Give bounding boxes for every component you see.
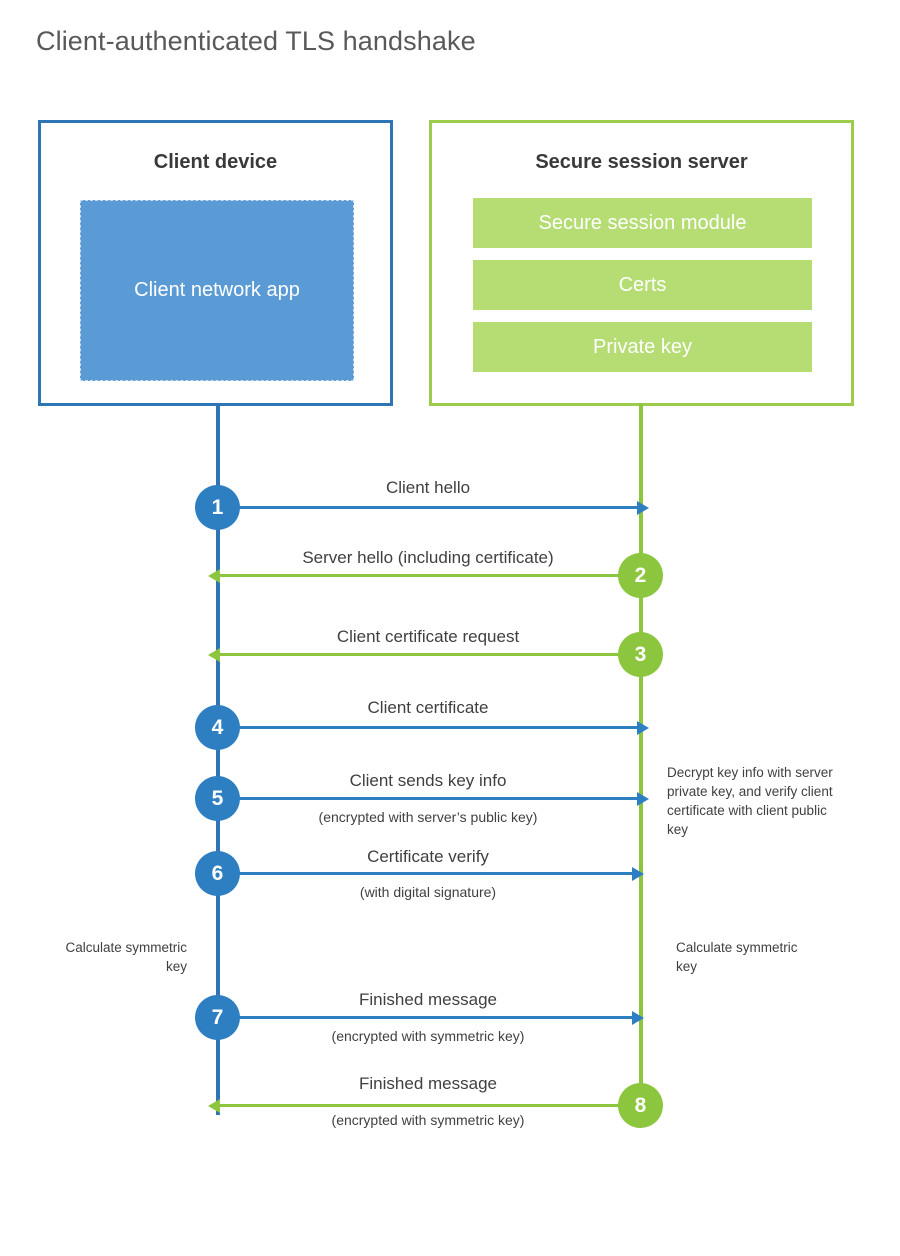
message-label-step-4: Client certificate bbox=[367, 698, 489, 717]
client-device-box: Client device Client network app bbox=[38, 120, 393, 406]
client-lifeline bbox=[216, 403, 220, 1115]
secure-session-server-box: Secure session server Secure session mod… bbox=[429, 120, 854, 406]
step-circle-6[interactable]: 6 bbox=[195, 851, 240, 896]
annotation-server-calculate-symmetric-key: Calculate symmetric key bbox=[676, 940, 798, 975]
message-label-step-8: Finished message bbox=[359, 1074, 497, 1093]
step-circle-8[interactable]: 8 bbox=[618, 1083, 663, 1128]
arrow-step-1 bbox=[218, 500, 649, 515]
server-lifeline bbox=[639, 403, 643, 1105]
step-circle-4[interactable]: 4 bbox=[195, 705, 240, 750]
page-title: Client-authenticated TLS handshake bbox=[36, 26, 476, 56]
message-label-step-1: Client hello bbox=[385, 478, 471, 497]
message-sublabel-step-8: (encrypted with symmetric key) bbox=[331, 1112, 525, 1128]
message-sublabel-step-6: (with digital signature) bbox=[359, 884, 497, 900]
step-circle-5[interactable]: 5 bbox=[195, 776, 240, 821]
module-private-key: Private key bbox=[473, 322, 812, 372]
arrow-step-2 bbox=[208, 568, 639, 583]
message-label-step-6: Certificate verify bbox=[367, 847, 489, 866]
server-modules-list: Secure session module Certs Private key bbox=[473, 198, 812, 372]
arrow-step-5 bbox=[218, 791, 649, 806]
step-circle-2[interactable]: 2 bbox=[618, 553, 663, 598]
arrowhead-right-icon bbox=[632, 1010, 644, 1025]
message-sublabel-step-7: (encrypted with symmetric key) bbox=[331, 1028, 525, 1044]
arrowhead-right-icon bbox=[632, 866, 644, 881]
message-label-step-3: Client certificate request bbox=[336, 627, 520, 646]
step-circle-7[interactable]: 7 bbox=[195, 995, 240, 1040]
arrowhead-right-icon bbox=[637, 791, 649, 806]
message-label-step-2: Server hello (including certificate) bbox=[302, 548, 554, 567]
module-secure-session-module: Secure session module bbox=[473, 198, 812, 248]
arrow-step-8 bbox=[208, 1098, 639, 1113]
message-sublabel-step-5: (encrypted with server’s public key) bbox=[318, 809, 538, 825]
arrow-step-3 bbox=[208, 647, 639, 662]
arrow-step-6 bbox=[218, 866, 644, 881]
client-device-title: Client device bbox=[153, 151, 278, 173]
client-network-app-block: Client network app bbox=[80, 200, 354, 381]
arrowhead-left-icon bbox=[208, 1098, 220, 1113]
arrowhead-right-icon bbox=[637, 500, 649, 515]
arrow-step-4 bbox=[218, 720, 649, 735]
message-label-step-5: Client sends key info bbox=[349, 771, 507, 790]
module-certs: Certs bbox=[473, 260, 812, 310]
arrowhead-right-icon bbox=[637, 720, 649, 735]
message-label-step-7: Finished message bbox=[359, 990, 497, 1009]
step-circle-3[interactable]: 3 bbox=[618, 632, 663, 677]
step-circle-1[interactable]: 1 bbox=[195, 485, 240, 530]
arrowhead-left-icon bbox=[208, 647, 220, 662]
annotation-client-calculate-symmetric-key: Calculate symmetric key bbox=[65, 940, 187, 975]
secure-session-server-title: Secure session server bbox=[535, 151, 748, 173]
arrowhead-left-icon bbox=[208, 568, 220, 583]
annotation-server-decrypt: Decrypt key info with server private key… bbox=[667, 765, 833, 838]
arrow-step-7 bbox=[218, 1010, 644, 1025]
